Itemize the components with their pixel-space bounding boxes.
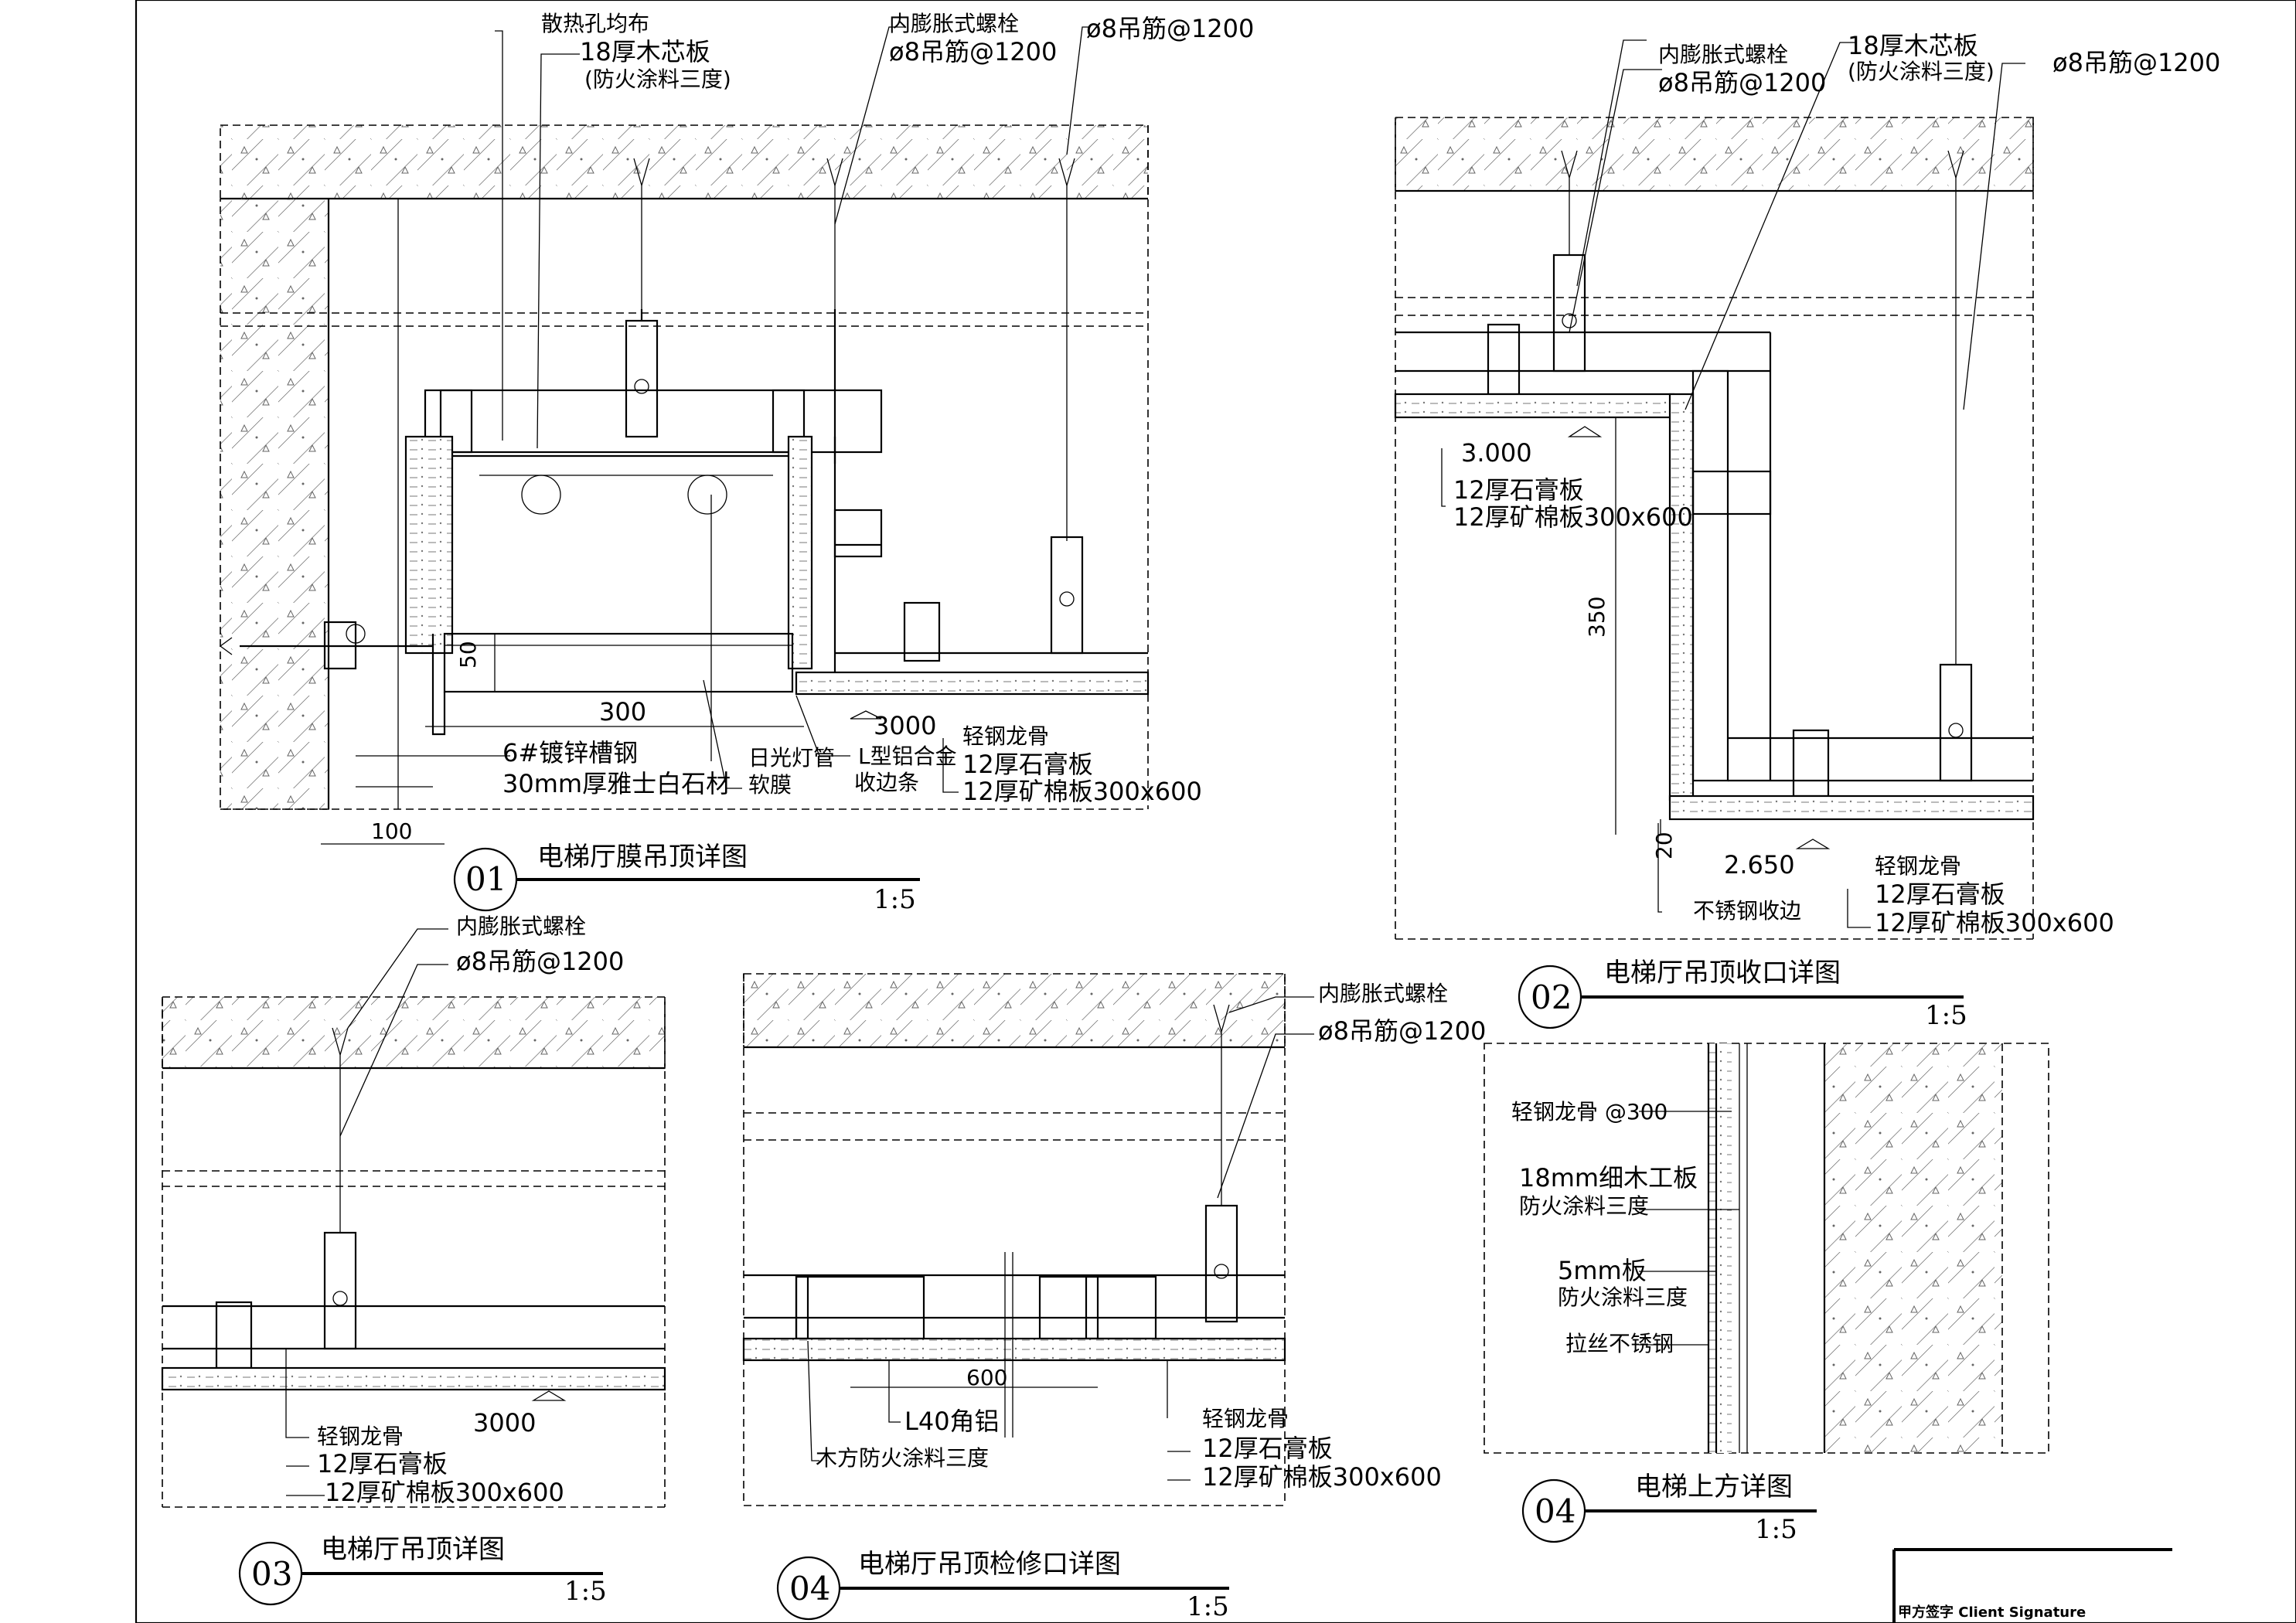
sheet-border — [135, 0, 2296, 1623]
d04b-label-board5-note: 防火涂料三度 — [1558, 1284, 1688, 1310]
d04a-dim-600: 600 — [966, 1365, 1007, 1390]
d01-label-rod2: ø8吊筋@1200 — [1086, 14, 1254, 43]
d02-label-mineral2: 12厚矿棉板300x600 — [1875, 908, 2114, 937]
d04b-label-board5: 5mm板 — [1558, 1256, 1647, 1285]
detail-01: 散热孔均布 18厚木芯板 (防火涂料三度) 内膨胀式螺栓 ø8吊筋@1200 ø… — [219, 11, 1254, 915]
d01-label-trim: L型铝合金 — [858, 743, 957, 769]
d01-dim-100: 100 — [371, 818, 412, 844]
d04b-label-steel: 拉丝不锈钢 — [1565, 1331, 1674, 1356]
d03-scale: 1:5 — [564, 1576, 607, 1607]
d01-label-elev: 3000 — [874, 711, 936, 740]
d02-label-rod: ø8吊筋@1200 — [1658, 68, 1826, 97]
d01-label-board18-note: (防火涂料三度) — [584, 66, 731, 92]
d04a-label-gypsum: 12厚石膏板 — [1202, 1434, 1333, 1463]
d04b-label-keel: 轻钢龙骨 @300 — [1511, 1099, 1667, 1125]
d02-label-elev2: 2.650 — [1724, 850, 1795, 880]
d01-scale: 1:5 — [874, 884, 916, 915]
detail-03: 内膨胀式螺栓 ø8吊筋@1200 3000 轻钢龙骨 12厚石膏板 12厚矿棉板… — [161, 914, 666, 1607]
d04a-label-wood: 木方防火涂料三度 — [816, 1445, 989, 1471]
d04b-scale: 1:5 — [1755, 1514, 1797, 1545]
d01-label-trim2: 收边条 — [854, 770, 919, 795]
d03-label-bolt: 内膨胀式螺栓 — [456, 914, 586, 939]
d04b-label-wood18: 18mm细木工板 — [1519, 1163, 1698, 1193]
d02-title: 电梯厅吊顶收口详图 — [1604, 958, 1841, 988]
d04a-label-keel: 轻钢龙骨 — [1202, 1406, 1289, 1431]
d04b-number: 04 — [1535, 1492, 1576, 1530]
d02-label-elev1: 3.000 — [1461, 438, 1532, 468]
d04a-number: 04 — [789, 1570, 830, 1608]
d01-label-channel: 6#镀锌槽钢 — [502, 738, 638, 767]
d01-label-rod: ø8吊筋@1200 — [889, 37, 1057, 66]
title-block: 甲方签字 Client Signature — [1892, 1548, 2172, 1623]
d01-title: 电梯厅膜吊顶详图 — [537, 842, 748, 873]
d04a-label-angle: L40角铝 — [904, 1407, 1000, 1436]
d01-dim-300: 300 — [599, 697, 646, 726]
d02-label-steel: 不锈钢收边 — [1693, 898, 1801, 924]
d01-number: 01 — [465, 860, 506, 898]
d04a-label-mineral: 12厚矿棉板300x600 — [1202, 1462, 1442, 1492]
d02-label-gypsum: 12厚石膏板 — [1453, 475, 1584, 505]
d01-label-lamp: 日光灯管 — [748, 745, 835, 771]
d01-label-film: 软膜 — [748, 772, 792, 798]
d02-label-gypsum2: 12厚石膏板 — [1875, 880, 2005, 909]
d03-label-gypsum: 12厚石膏板 — [317, 1449, 448, 1478]
d02-label-rod2: ø8吊筋@1200 — [2052, 48, 2220, 77]
d01-label-diffuser: 散热孔均布 — [541, 11, 649, 36]
detail-02: 内膨胀式螺栓 ø8吊筋@1200 18厚木芯板 (防火涂料三度) ø8吊筋@12… — [1394, 31, 2220, 1031]
d04a-label-bolt: 内膨胀式螺栓 — [1318, 981, 1448, 1006]
d04b-label-wood18-note: 防火涂料三度 — [1519, 1193, 1649, 1219]
d02-label-board18: 18厚木芯板 — [1848, 31, 1978, 60]
d01-label-gypsum: 12厚石膏板 — [962, 750, 1093, 779]
d01-label-mineral: 12厚矿棉板300x600 — [962, 777, 1202, 806]
d01-label-bolt: 内膨胀式螺栓 — [889, 11, 1019, 36]
detail-04-access: 内膨胀式螺栓 ø8吊筋@1200 600 L40角铝 木方防火涂料三度 轻钢龙骨… — [742, 973, 1486, 1622]
d03-label-rod: ø8吊筋@1200 — [456, 947, 624, 976]
d03-number: 03 — [251, 1555, 292, 1593]
d02-label-board18-note: (防火涂料三度) — [1848, 59, 1995, 84]
d01-label-stone: 30mm厚雅士白石材 — [502, 769, 731, 798]
d02-label-bolt: 内膨胀式螺栓 — [1658, 42, 1788, 67]
detail-04-above-elevator: 轻钢龙骨 @300 18mm细木工板 防火涂料三度 5mm板 防火涂料三度 拉丝… — [1484, 1043, 2049, 1545]
d01-dim-50: 50 — [455, 641, 481, 669]
d02-dim-350: 350 — [1584, 597, 1610, 638]
d02-scale: 1:5 — [1925, 1000, 1967, 1031]
d03-label-elev: 3000 — [473, 1408, 536, 1438]
d04a-label-rod: ø8吊筋@1200 — [1318, 1016, 1486, 1046]
d02-dim-20: 20 — [1651, 832, 1677, 859]
client-signature: 甲方签字 Client Signature — [1898, 1604, 2086, 1621]
d03-label-mineral: 12厚矿棉板300x600 — [325, 1478, 564, 1507]
d02-number: 02 — [1531, 978, 1572, 1016]
d04a-scale: 1:5 — [1187, 1591, 1229, 1622]
d02-label-mineral: 12厚矿棉板300x600 — [1453, 502, 1693, 532]
d04b-title: 电梯上方详图 — [1635, 1472, 1793, 1502]
d03-label-keel: 轻钢龙骨 — [317, 1424, 404, 1449]
d01-label-keel: 轻钢龙骨 — [962, 723, 1049, 749]
d03-title: 电梯厅吊顶详图 — [321, 1534, 505, 1565]
d02-label-keel: 轻钢龙骨 — [1875, 853, 1961, 879]
d01-label-board18: 18厚木芯板 — [580, 37, 710, 66]
d04a-title: 电梯厅吊顶检修口详图 — [858, 1549, 1121, 1580]
